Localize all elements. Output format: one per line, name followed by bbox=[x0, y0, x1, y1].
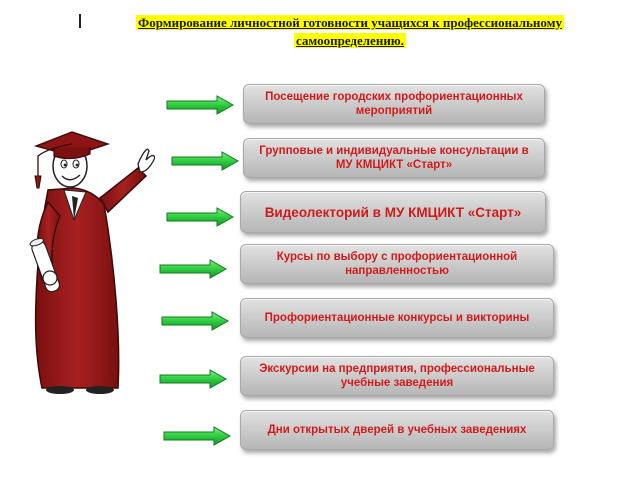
activity-label: Профориентационные конкурсы и викторины bbox=[264, 312, 530, 324]
graduate-cartoon-icon bbox=[29, 131, 156, 394]
arrow-right-icon bbox=[166, 95, 235, 115]
activity-label: Групповые и индивидуальные консультации … bbox=[259, 145, 529, 171]
activity-box: Экскурсии на предприятия, профессиональн… bbox=[240, 356, 554, 396]
title-marker bbox=[79, 14, 81, 28]
activity-label: Посещение городских профориентационных м… bbox=[265, 91, 523, 117]
activity-label: Дни открытых дверей в учебных заведениях bbox=[267, 424, 527, 436]
arrow-right-icon bbox=[161, 311, 230, 331]
title-line-1: Формирование личностной готовности учащи… bbox=[136, 15, 564, 30]
activity-box: Посещение городских профориентационных м… bbox=[243, 84, 545, 124]
activity-box: Профориентационные конкурсы и викторины bbox=[240, 298, 554, 338]
activity-box: Групповые и индивидуальные консультации … bbox=[243, 138, 545, 178]
arrow-right-icon bbox=[159, 259, 228, 279]
arrow-right-icon bbox=[163, 426, 232, 446]
title-line-2: самоопределению. bbox=[293, 33, 406, 48]
arrow-right-icon bbox=[159, 369, 228, 389]
activity-label: Экскурсии на предприятия, профессиональн… bbox=[259, 363, 535, 389]
activity-box: Дни открытых дверей в учебных заведениях bbox=[240, 410, 554, 450]
arrow-right-icon bbox=[166, 207, 235, 227]
activity-label: Курсы по выбору с профориентационной нап… bbox=[276, 251, 518, 277]
activity-box: Видеолекторий в МУ КМЦИКТ «Старт» bbox=[240, 191, 546, 233]
arrow-right-icon bbox=[171, 151, 240, 171]
activity-label: Видеолекторий в МУ КМЦИКТ «Старт» bbox=[264, 204, 522, 220]
activity-box: Курсы по выбору с профориентационной нап… bbox=[240, 244, 554, 284]
page-title: Формирование личностной готовности учащи… bbox=[80, 14, 620, 50]
